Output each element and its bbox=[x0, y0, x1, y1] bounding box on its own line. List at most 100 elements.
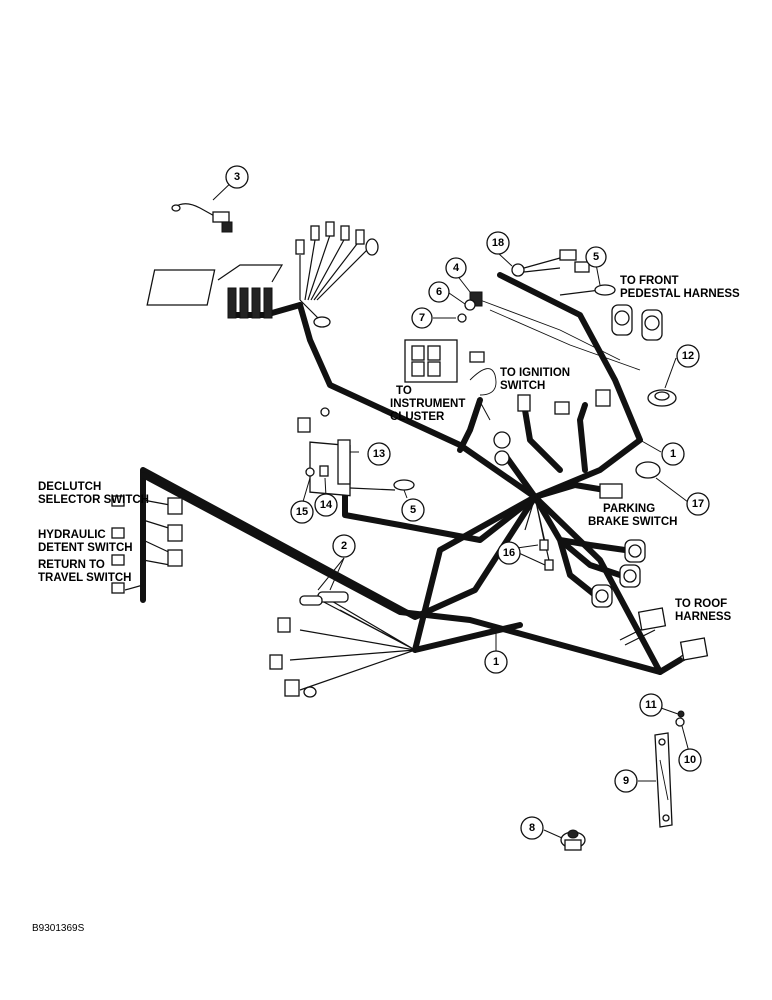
item-8-button bbox=[560, 829, 586, 851]
svg-text:BRAKE SWITCH: BRAKE SWITCH bbox=[588, 516, 677, 528]
label-return-to-travel: RETURN TO TRAVEL SWITCH bbox=[38, 559, 132, 584]
roof-connectors bbox=[637, 607, 709, 661]
svg-text:7: 7 bbox=[419, 312, 425, 324]
harness-lower-trunk bbox=[140, 472, 683, 675]
callout-2: 2 bbox=[332, 534, 356, 558]
svg-text:6: 6 bbox=[436, 286, 442, 298]
callout-9: 9 bbox=[614, 769, 638, 793]
svg-text:TO: TO bbox=[396, 385, 412, 397]
callout-3: 3 bbox=[225, 165, 249, 189]
items-9-10-11-bracket bbox=[654, 710, 685, 828]
wire-ignition-loop bbox=[469, 368, 497, 396]
svg-text:HARNESS: HARNESS bbox=[675, 611, 732, 623]
svg-text:10: 10 bbox=[684, 754, 696, 766]
left-switch-connectors bbox=[111, 495, 183, 594]
callout-8: 8 bbox=[520, 816, 544, 840]
callout-12: 12 bbox=[676, 344, 700, 368]
harness-upper-right-trunk bbox=[497, 272, 643, 500]
svg-text:CLUSTER: CLUSTER bbox=[390, 411, 445, 423]
svg-text:HYDRAULIC: HYDRAULIC bbox=[38, 529, 106, 541]
wire-upper-right-loop bbox=[479, 299, 641, 371]
callout-5-lower: 5 bbox=[401, 498, 425, 522]
item-3-lead bbox=[171, 203, 233, 233]
svg-text:TO ROOF: TO ROOF bbox=[675, 598, 727, 610]
label-parking-brake: PARKING BRAKE SWITCH bbox=[588, 503, 677, 528]
callout-16: 16 bbox=[497, 541, 521, 565]
callout-4: 4 bbox=[445, 257, 467, 279]
label-roof-harness: TO ROOF HARNESS bbox=[675, 598, 732, 623]
svg-text:17: 17 bbox=[692, 498, 704, 510]
label-declutch-selector: DECLUTCH SELECTOR SWITCH bbox=[38, 481, 149, 506]
harness-roof-trunk bbox=[532, 494, 663, 675]
svg-text:14: 14 bbox=[320, 499, 333, 511]
callout-17: 17 bbox=[686, 492, 710, 516]
item-13-module bbox=[297, 407, 351, 497]
wire-sixteen bbox=[524, 496, 551, 566]
callout-15: 15 bbox=[290, 500, 314, 524]
item-12-grommet bbox=[647, 389, 677, 407]
callout-10: 10 bbox=[678, 748, 702, 772]
harness-module-branch bbox=[342, 487, 538, 543]
thin-wires bbox=[124, 234, 691, 691]
svg-text:11: 11 bbox=[645, 699, 657, 711]
item-2-connectors bbox=[269, 591, 349, 698]
callout-18: 18 bbox=[486, 231, 510, 255]
svg-text:DETENT SWITCH: DETENT SWITCH bbox=[38, 542, 133, 554]
svg-text:1: 1 bbox=[670, 448, 676, 460]
item-5-lower-lead bbox=[349, 479, 415, 491]
label-hydraulic-detent: HYDRAULIC DETENT SWITCH bbox=[38, 529, 133, 554]
items-4-6-7 bbox=[457, 291, 483, 323]
item-5-upper-lead bbox=[559, 284, 616, 296]
svg-text:13: 13 bbox=[373, 448, 385, 460]
wire-fan-top bbox=[299, 234, 373, 321]
svg-text:15: 15 bbox=[296, 506, 308, 518]
svg-text:TO IGNITION: TO IGNITION bbox=[500, 367, 570, 379]
harness-parking-branch bbox=[532, 482, 608, 500]
harness-lower-left-trunk bbox=[412, 494, 538, 653]
items-14-15 bbox=[305, 465, 329, 477]
fuse-block bbox=[146, 264, 284, 319]
ignition-connectors bbox=[517, 389, 611, 415]
wire-declutch bbox=[124, 499, 176, 591]
item-16-terminals bbox=[539, 539, 554, 571]
svg-text:18: 18 bbox=[492, 237, 504, 249]
svg-text:TRAVEL SWITCH: TRAVEL SWITCH bbox=[38, 572, 132, 584]
svg-text:9: 9 bbox=[623, 775, 629, 787]
svg-text:SELECTOR SWITCH: SELECTOR SWITCH bbox=[38, 494, 149, 506]
label-ignition-switch: TO IGNITION SWITCH bbox=[500, 367, 570, 392]
label-instrument-cluster: TO INSTRUMENT CLUSTER bbox=[390, 385, 465, 423]
parking-brake-switch-connector bbox=[599, 483, 623, 499]
callout-6: 6 bbox=[428, 281, 450, 303]
instrument-cluster-connector bbox=[404, 339, 485, 383]
svg-text:16: 16 bbox=[503, 547, 515, 559]
svg-text:TO FRONT: TO FRONT bbox=[620, 275, 679, 287]
svg-text:SWITCH: SWITCH bbox=[500, 380, 545, 392]
harness-lower-right-branch bbox=[532, 494, 628, 598]
svg-text:PARKING: PARKING bbox=[603, 503, 655, 515]
label-front-pedestal: TO FRONT PEDESTAL HARNESS bbox=[620, 275, 740, 300]
svg-text:8: 8 bbox=[529, 822, 535, 834]
front-pedestal-connectors bbox=[611, 304, 663, 341]
lower-right-circular-connectors bbox=[591, 539, 646, 608]
item-17-grommet bbox=[635, 461, 661, 479]
svg-text:PEDESTAL HARNESS: PEDESTAL HARNESS bbox=[620, 288, 740, 300]
callout-13: 13 bbox=[367, 442, 391, 466]
svg-text:5: 5 bbox=[593, 251, 599, 263]
callout-1-upper: 1 bbox=[661, 442, 685, 466]
callout-14: 14 bbox=[314, 493, 338, 517]
callout-5-upper: 5 bbox=[585, 246, 607, 268]
svg-text:INSTRUMENT: INSTRUMENT bbox=[390, 398, 465, 410]
svg-text:3: 3 bbox=[234, 171, 240, 183]
svg-text:1: 1 bbox=[493, 656, 499, 668]
callout-7: 7 bbox=[411, 307, 433, 329]
callout-11: 11 bbox=[639, 693, 663, 717]
round-switch-connector bbox=[493, 431, 511, 466]
svg-text:4: 4 bbox=[453, 262, 460, 274]
wire-roof bbox=[619, 624, 691, 673]
svg-text:DECLUTCH: DECLUTCH bbox=[38, 481, 101, 493]
svg-text:5: 5 bbox=[410, 504, 416, 516]
item-18-connector bbox=[511, 249, 590, 277]
wire-lower-left-fan bbox=[289, 599, 416, 691]
svg-text:12: 12 bbox=[682, 350, 694, 362]
